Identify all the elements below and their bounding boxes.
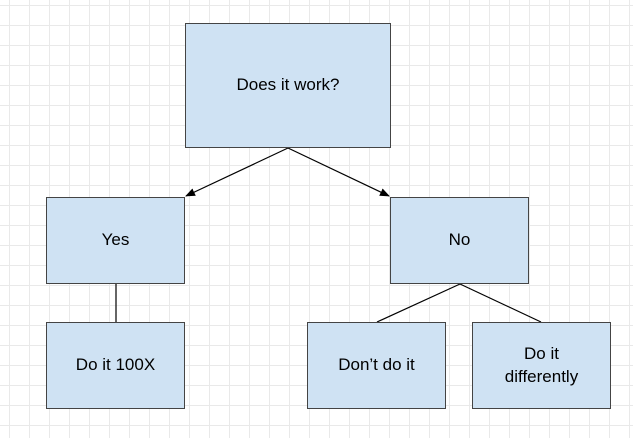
node-label: Yes — [101, 230, 130, 250]
node-label: Do it differently — [504, 344, 579, 386]
node-does-it-work[interactable]: Does it work? — [185, 23, 391, 148]
node-label: Don’t do it — [338, 355, 415, 375]
node-label: Does it work? — [236, 75, 340, 95]
node-do-it-differently[interactable]: Do it differently — [472, 322, 611, 409]
edge-no-to-differently — [459, 283, 542, 323]
node-label: No — [448, 230, 471, 250]
node-no[interactable]: No — [390, 197, 529, 284]
node-dont-do-it[interactable]: Don’t do it — [307, 322, 446, 409]
edge-no-to-dont — [376, 283, 461, 323]
node-label: Do it 100X — [75, 355, 156, 375]
edge-root-to-yes — [185, 147, 289, 197]
node-yes[interactable]: Yes — [46, 197, 185, 284]
edge-root-to-no — [287, 147, 390, 197]
node-do-it-100x[interactable]: Do it 100X — [46, 322, 185, 409]
